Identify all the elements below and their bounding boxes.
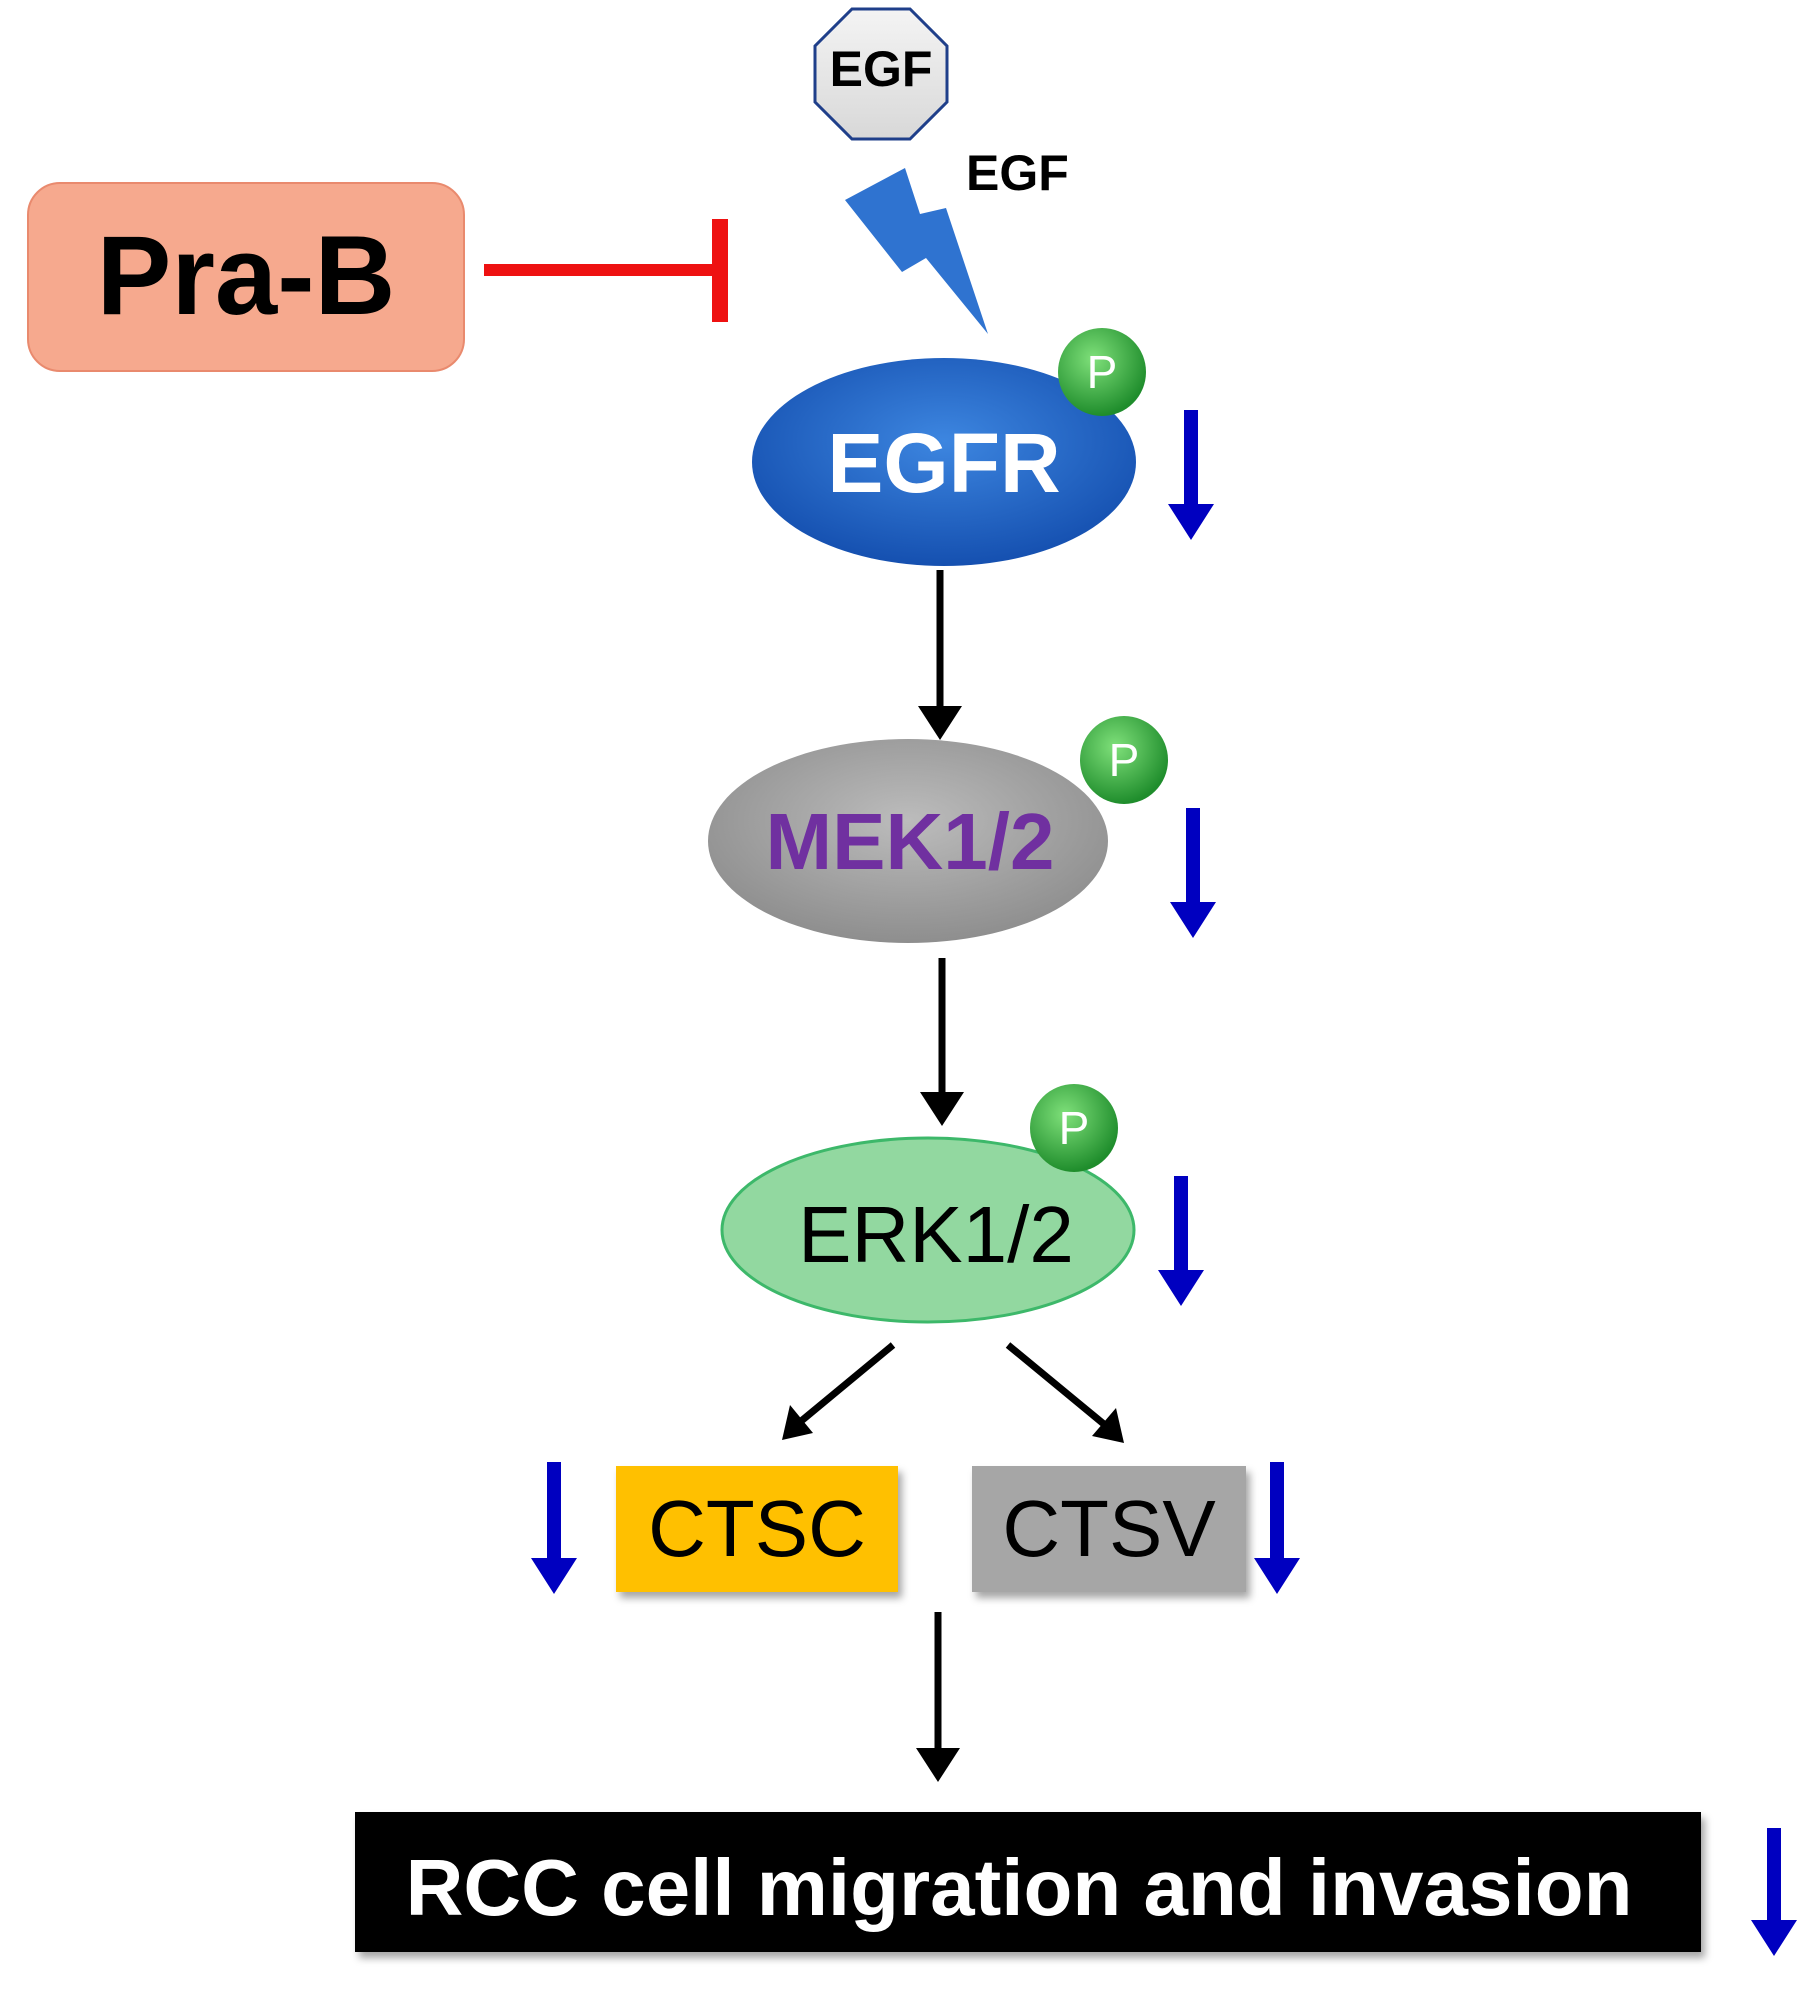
phospho-label: P [1109, 734, 1140, 786]
erk-label: ERK1/2 [798, 1190, 1074, 1279]
mek-label: MEK1/2 [766, 797, 1055, 886]
phospho-badge-mek: P [1080, 716, 1168, 804]
down-arrow-icon [531, 1462, 577, 1594]
egf-ligand-label: EGF [830, 41, 933, 97]
inhibitor-box: Pra-B [27, 182, 465, 372]
arrow-mek-to-erk [920, 958, 964, 1126]
egf-ligand: EGF [813, 7, 949, 141]
arrow-to-outcome [916, 1612, 960, 1782]
arrow-erk-to-ctsc [782, 1342, 896, 1440]
ctsc-box: CTSC [616, 1466, 898, 1592]
arrow-egfr-to-mek [918, 570, 962, 740]
ctsv-label: CTSV [1002, 1484, 1216, 1573]
down-arrow-icon [1254, 1462, 1300, 1594]
inhibitor-label: Pra-B [97, 213, 396, 338]
erk-node: ERK1/2 [720, 1136, 1136, 1324]
phospho-badge-erk: P [1030, 1084, 1118, 1172]
egf-signal-label: EGF [966, 145, 1069, 201]
down-arrow-icon [1168, 410, 1214, 540]
inhibition-line [484, 219, 728, 322]
outcome-label: RCC cell migration and invasion [406, 1843, 1633, 1932]
arrow-erk-to-ctsv [1005, 1342, 1124, 1443]
phospho-badge-egfr: P [1058, 328, 1146, 416]
egfr-node: EGFR [752, 358, 1136, 566]
down-arrow-icon [1751, 1828, 1797, 1956]
egfr-label: EGFR [827, 416, 1060, 510]
outcome-box: RCC cell migration and invasion [355, 1812, 1701, 1952]
ctsc-label: CTSC [648, 1484, 866, 1573]
lightning-icon [845, 168, 988, 334]
mek-node: MEK1/2 [708, 739, 1108, 943]
ctsv-box: CTSV [972, 1466, 1246, 1592]
phospho-label: P [1087, 346, 1118, 398]
down-arrow-icon [1170, 808, 1216, 938]
phospho-label: P [1059, 1102, 1090, 1154]
down-arrow-icon [1158, 1176, 1204, 1306]
